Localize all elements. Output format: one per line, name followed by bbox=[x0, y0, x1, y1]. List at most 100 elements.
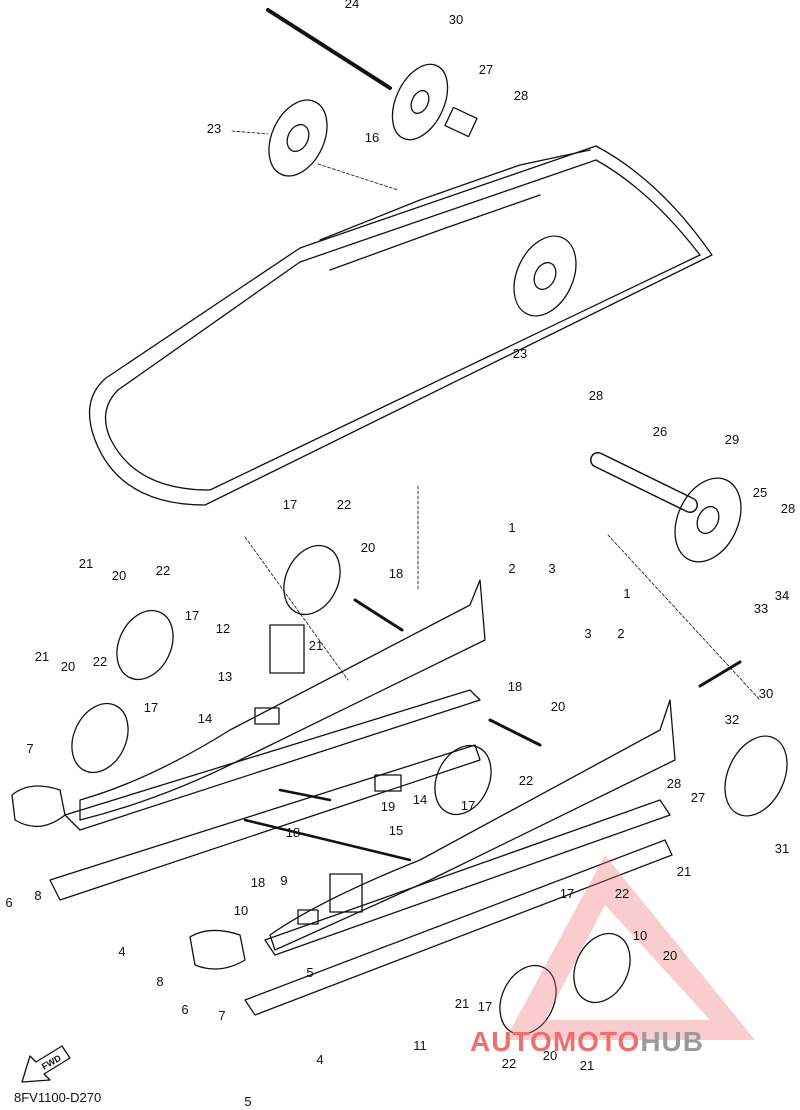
callout-34: 34 bbox=[775, 588, 789, 603]
callout-4: 4 bbox=[316, 1052, 323, 1067]
callout-27: 27 bbox=[479, 62, 493, 77]
callout-17: 17 bbox=[461, 798, 475, 813]
callout-21: 21 bbox=[580, 1058, 594, 1073]
callout-28: 28 bbox=[781, 501, 795, 516]
block-12 bbox=[269, 624, 305, 674]
callout-20: 20 bbox=[61, 659, 75, 674]
watermark-logo bbox=[505, 855, 755, 1040]
callout-27: 27 bbox=[691, 790, 705, 805]
callout-8: 8 bbox=[156, 974, 163, 989]
callout-22: 22 bbox=[502, 1056, 516, 1071]
callout-22: 22 bbox=[156, 563, 170, 578]
pad-10-a bbox=[297, 909, 319, 925]
wheel-30-rear bbox=[724, 735, 788, 817]
callout-18: 18 bbox=[286, 825, 300, 840]
fwd-arrow bbox=[21, 1045, 71, 1083]
callout-28: 28 bbox=[589, 388, 603, 403]
right-slide-rail bbox=[264, 799, 671, 956]
callout-31: 31 bbox=[775, 841, 789, 856]
callout-8: 8 bbox=[34, 888, 41, 903]
wheel-22-c bbox=[71, 702, 129, 774]
left-slide-rail-lower bbox=[49, 744, 481, 901]
callout-20: 20 bbox=[112, 568, 126, 583]
bumper-6-right bbox=[189, 929, 246, 970]
callout-18: 18 bbox=[508, 679, 522, 694]
callout-3: 3 bbox=[548, 561, 555, 576]
idler-wheel-30-top bbox=[391, 63, 449, 141]
pad-14-a bbox=[254, 707, 280, 725]
callout-32: 32 bbox=[725, 712, 739, 727]
right-slide-rail-lower bbox=[244, 839, 673, 1016]
callout-10: 10 bbox=[234, 903, 248, 918]
callout-28: 28 bbox=[667, 776, 681, 791]
callout-23: 23 bbox=[207, 121, 221, 136]
callout-6: 6 bbox=[5, 895, 12, 910]
wheel-22-f bbox=[499, 964, 557, 1036]
callout-17: 17 bbox=[478, 999, 492, 1014]
wheel-22-e bbox=[573, 932, 631, 1004]
callout-7: 7 bbox=[26, 741, 33, 756]
callout-21: 21 bbox=[677, 864, 691, 879]
callout-3: 3 bbox=[584, 626, 591, 641]
track-belt bbox=[88, 145, 713, 506]
idler-wheel-23-top bbox=[268, 99, 328, 177]
track-lugs bbox=[319, 149, 591, 271]
callout-17: 17 bbox=[560, 886, 574, 901]
watermark-text: AUTOMOTOHUB bbox=[470, 1026, 704, 1058]
callout-9: 9 bbox=[280, 873, 287, 888]
wheel-22-d bbox=[434, 744, 492, 816]
callout-12: 12 bbox=[216, 621, 230, 636]
callout-11: 11 bbox=[413, 1038, 427, 1053]
callout-4: 4 bbox=[118, 944, 125, 959]
callout-1: 1 bbox=[508, 520, 515, 535]
callout-2: 2 bbox=[508, 561, 515, 576]
diagram-code: 8FV1100-D270 bbox=[14, 1090, 102, 1105]
callout-22: 22 bbox=[615, 886, 629, 901]
idler-wheel-23-lower bbox=[513, 235, 577, 317]
callout-13: 13 bbox=[218, 669, 232, 684]
rear-wheel-29 bbox=[674, 477, 742, 563]
right-frame bbox=[269, 699, 676, 951]
callout-21: 21 bbox=[309, 638, 323, 653]
callout-19: 19 bbox=[381, 799, 395, 814]
callout-20: 20 bbox=[551, 699, 565, 714]
watermark-text-part2: HUB bbox=[640, 1026, 704, 1057]
callout-30: 30 bbox=[449, 12, 463, 27]
callout-5: 5 bbox=[244, 1094, 251, 1109]
callout-25: 25 bbox=[753, 485, 767, 500]
callout-21: 21 bbox=[79, 556, 93, 571]
callout-26: 26 bbox=[653, 424, 667, 439]
callout-21: 21 bbox=[455, 996, 469, 1011]
watermark-text-part1: AUTOMOTO bbox=[470, 1026, 641, 1057]
callout-18: 18 bbox=[251, 875, 265, 890]
callout-18: 18 bbox=[389, 566, 403, 581]
bumper-6-left bbox=[11, 785, 66, 827]
callout-22: 22 bbox=[337, 497, 351, 512]
callout-6: 6 bbox=[181, 1002, 188, 1017]
callout-14: 14 bbox=[198, 711, 212, 726]
left-slide-rail bbox=[64, 689, 481, 831]
callout-16: 16 bbox=[365, 130, 379, 145]
callout-33: 33 bbox=[754, 601, 768, 616]
callout-7: 7 bbox=[218, 1008, 225, 1023]
pad-14-b bbox=[374, 774, 402, 792]
track-belt-inner bbox=[104, 159, 701, 491]
callout-20: 20 bbox=[361, 540, 375, 555]
block-9 bbox=[329, 873, 363, 913]
callout-17: 17 bbox=[144, 700, 158, 715]
callout-22: 22 bbox=[519, 773, 533, 788]
callout-1: 1 bbox=[623, 586, 630, 601]
callout-28: 28 bbox=[514, 88, 528, 103]
callout-17: 17 bbox=[185, 608, 199, 623]
callout-10: 10 bbox=[633, 928, 647, 943]
callout-5: 5 bbox=[306, 965, 313, 980]
callout-14: 14 bbox=[413, 792, 427, 807]
callout-20: 20 bbox=[663, 948, 677, 963]
left-frame bbox=[79, 579, 486, 821]
wheel-22-b bbox=[116, 609, 174, 681]
callout-15: 15 bbox=[389, 823, 403, 838]
wheel-22-a bbox=[283, 544, 341, 616]
callout-29: 29 bbox=[725, 432, 739, 447]
callout-21: 21 bbox=[35, 649, 49, 664]
